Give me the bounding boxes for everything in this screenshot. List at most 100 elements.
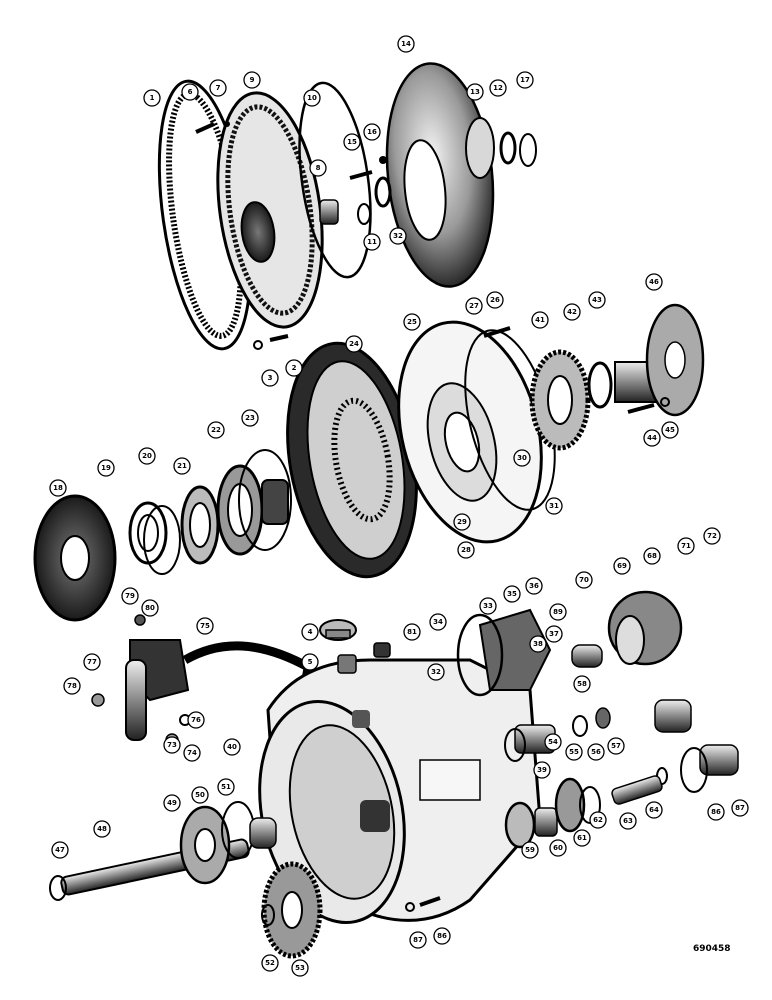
- callout-circle: [261, 954, 279, 972]
- callout-circle: [479, 597, 497, 615]
- callout-label: 1: [150, 94, 155, 102]
- callout-79: 79: [121, 587, 139, 605]
- callout-label: 87: [735, 804, 745, 812]
- callout-circle: [465, 297, 483, 315]
- callout-59: 59: [521, 841, 539, 859]
- callout-7: 7: [209, 79, 227, 97]
- callout-label: 18: [53, 484, 63, 492]
- figure-code: 690458: [693, 944, 731, 954]
- callout-32: 32: [427, 663, 445, 681]
- callout-circle: [549, 839, 567, 857]
- callout-label: 24: [349, 340, 359, 348]
- callout-86: 86: [433, 927, 451, 945]
- callout-label: 80: [145, 604, 155, 612]
- callout-17: 17: [516, 71, 534, 89]
- pilot-bushing: [319, 199, 339, 225]
- callout-label: 40: [227, 743, 237, 751]
- callout-label: 8: [316, 164, 321, 172]
- callout-label: 20: [142, 452, 152, 460]
- callout-47: 47: [51, 841, 69, 859]
- callout-32: 32: [389, 227, 407, 245]
- callout-circle: [196, 617, 214, 635]
- callout-label: 54: [548, 738, 558, 746]
- callout-69: 69: [613, 557, 631, 575]
- callout-circle: [181, 83, 199, 101]
- callout-33: 33: [479, 597, 497, 615]
- callout-label: 63: [623, 817, 633, 825]
- callout-55: 55: [565, 743, 583, 761]
- callout-label: 33: [483, 602, 493, 610]
- callout-circle: [403, 313, 421, 331]
- turbine-housing: [286, 341, 418, 579]
- callout-30: 30: [513, 449, 531, 467]
- callout-16: 16: [363, 123, 381, 141]
- callout-circle: [521, 841, 539, 859]
- callout-31: 31: [545, 497, 563, 515]
- callout-10: 10: [303, 89, 321, 107]
- callout-circle: [243, 71, 261, 89]
- callout-36: 36: [525, 577, 543, 595]
- callout-circle: [63, 677, 81, 695]
- callout-41: 41: [531, 311, 549, 329]
- callout-23: 23: [241, 409, 259, 427]
- callout-label: 89: [553, 608, 563, 616]
- callout-label: 11: [367, 238, 377, 246]
- callout-label: 27: [469, 302, 479, 310]
- callout-label: 48: [97, 825, 107, 833]
- callout-circle: [573, 829, 591, 847]
- callout-5: 5: [301, 653, 319, 671]
- callout-label: 25: [407, 318, 417, 326]
- callout-circle: [97, 459, 115, 477]
- callout-circle: [291, 959, 309, 977]
- callout-21: 21: [173, 457, 191, 475]
- callout-label: 12: [493, 84, 503, 92]
- callout-circle: [345, 335, 363, 353]
- callout-label: 26: [490, 296, 500, 304]
- callout-34: 34: [429, 613, 447, 631]
- callout-39: 39: [533, 761, 551, 779]
- callout-2: 2: [285, 359, 303, 377]
- callout-circle: [183, 744, 201, 762]
- callout-71: 71: [677, 537, 695, 555]
- callout-label: 87: [413, 936, 423, 944]
- callout-label: 75: [200, 622, 210, 630]
- o-ring-seal: [298, 81, 372, 279]
- callout-label: 22: [211, 426, 221, 434]
- callout-circle: [187, 711, 205, 729]
- callout-48: 48: [93, 820, 111, 838]
- callout-circle: [489, 79, 507, 97]
- callout-label: 47: [55, 846, 65, 854]
- callout-87: 87: [731, 799, 749, 817]
- callout-circle: [531, 311, 549, 329]
- callout-68: 68: [643, 547, 661, 565]
- callout-63: 63: [619, 812, 637, 830]
- callout-44: 44: [643, 429, 661, 447]
- callout-label: 58: [577, 680, 587, 688]
- callout-circle: [363, 123, 381, 141]
- right-bearings: [504, 699, 739, 793]
- callout-label: 31: [549, 502, 559, 510]
- callout-label: 53: [295, 964, 305, 972]
- callout-74: 74: [183, 744, 201, 762]
- callout-label: 13: [470, 88, 480, 96]
- callout-circle: [49, 479, 67, 497]
- callout-circle: [703, 527, 721, 545]
- lower-right-stack: [504, 775, 663, 849]
- callout-label: 42: [567, 308, 577, 316]
- callout-circle: [209, 79, 227, 97]
- callout-circle: [466, 83, 484, 101]
- callout-circle: [503, 585, 521, 603]
- callout-75: 75: [196, 617, 214, 635]
- callout-label: 41: [535, 316, 545, 324]
- callout-label: 60: [553, 844, 563, 852]
- callout-label: 44: [647, 434, 657, 442]
- callout-circle: [525, 577, 543, 595]
- drive-gear: [261, 861, 323, 959]
- callout-73: 73: [163, 736, 181, 754]
- callout-circle: [397, 35, 415, 53]
- callout-label: 64: [649, 806, 659, 814]
- callout-4: 4: [301, 623, 319, 641]
- callout-label: 14: [401, 40, 411, 48]
- callout-circle: [93, 820, 111, 838]
